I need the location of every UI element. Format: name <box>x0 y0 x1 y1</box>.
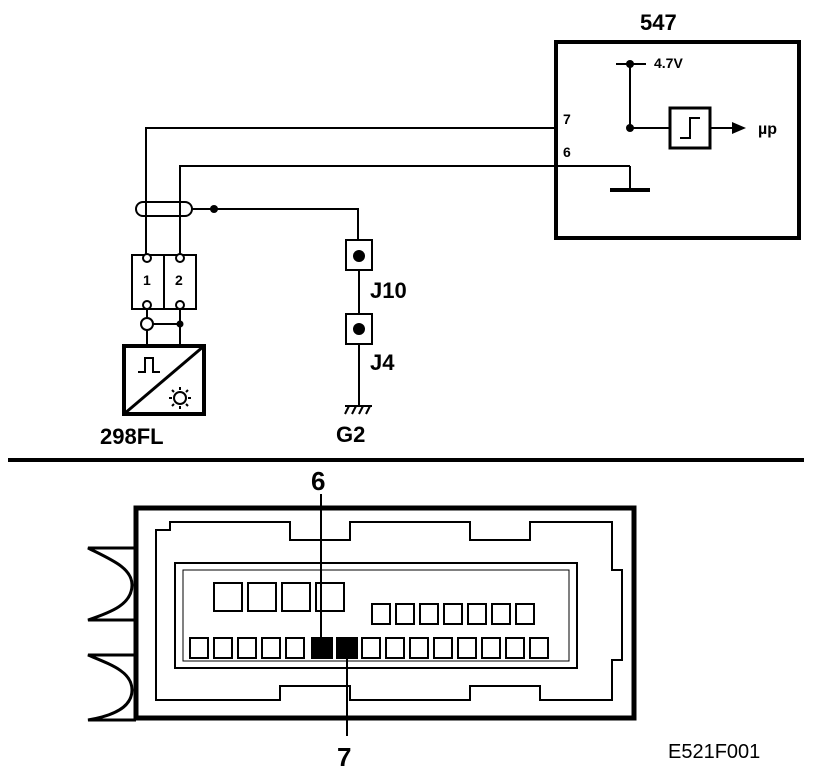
j10-pin <box>353 250 365 262</box>
gear-icon <box>169 387 191 409</box>
conn-pin1-top <box>142 253 152 263</box>
schmitt-symbol <box>680 117 700 139</box>
connector-inner-frame <box>155 521 623 701</box>
voltage-label: 4.7V <box>654 55 683 71</box>
large-pins-row <box>213 582 345 612</box>
sensor-label: 298FL <box>100 424 164 449</box>
conn-pin2-bottom <box>175 300 185 310</box>
ground-label: G2 <box>336 422 365 447</box>
callout-label-6: 6 <box>311 466 325 496</box>
connector-face-view <box>87 505 637 722</box>
j4-label: J4 <box>370 350 395 375</box>
pin6-label: 6 <box>563 144 571 160</box>
callout-label-7: 7 <box>337 742 351 772</box>
sensor-diagonal <box>123 344 205 416</box>
bottom-pins-row <box>189 637 549 659</box>
connector-cavity-area <box>174 562 578 669</box>
pin7-label: 7 <box>563 111 571 127</box>
j4-pin <box>353 323 365 335</box>
shield-wire <box>192 208 359 240</box>
conn-pin2-top <box>175 253 185 263</box>
pulse-icon <box>138 357 160 373</box>
sensor-ring-terminal <box>140 317 154 331</box>
pin2-label: 2 <box>175 272 183 288</box>
conn-pin1-bottom <box>142 300 152 310</box>
ground-symbol <box>344 405 372 415</box>
shield-sleeve <box>135 201 193 217</box>
wire-pin7 <box>145 127 556 255</box>
pin-6-highlight <box>311 637 333 659</box>
left-latch <box>87 546 136 622</box>
pin1-label: 1 <box>143 272 151 288</box>
ecu-label: 547 <box>640 10 677 35</box>
output-arrow <box>732 122 746 134</box>
middle-pins-row <box>371 603 535 625</box>
pin-7-highlight <box>336 637 358 659</box>
shield-node <box>210 205 218 213</box>
mcu-label: µp <box>758 121 777 138</box>
left-latch-lower <box>87 653 136 722</box>
figure-code: E521F001 <box>668 741 760 763</box>
j10-label: J10 <box>370 278 407 303</box>
wire-pin6 <box>179 165 556 255</box>
connector-shell <box>133 505 637 721</box>
ecu-box <box>554 40 801 240</box>
cavity-inner <box>182 569 570 662</box>
sensor-298fl <box>122 344 206 416</box>
